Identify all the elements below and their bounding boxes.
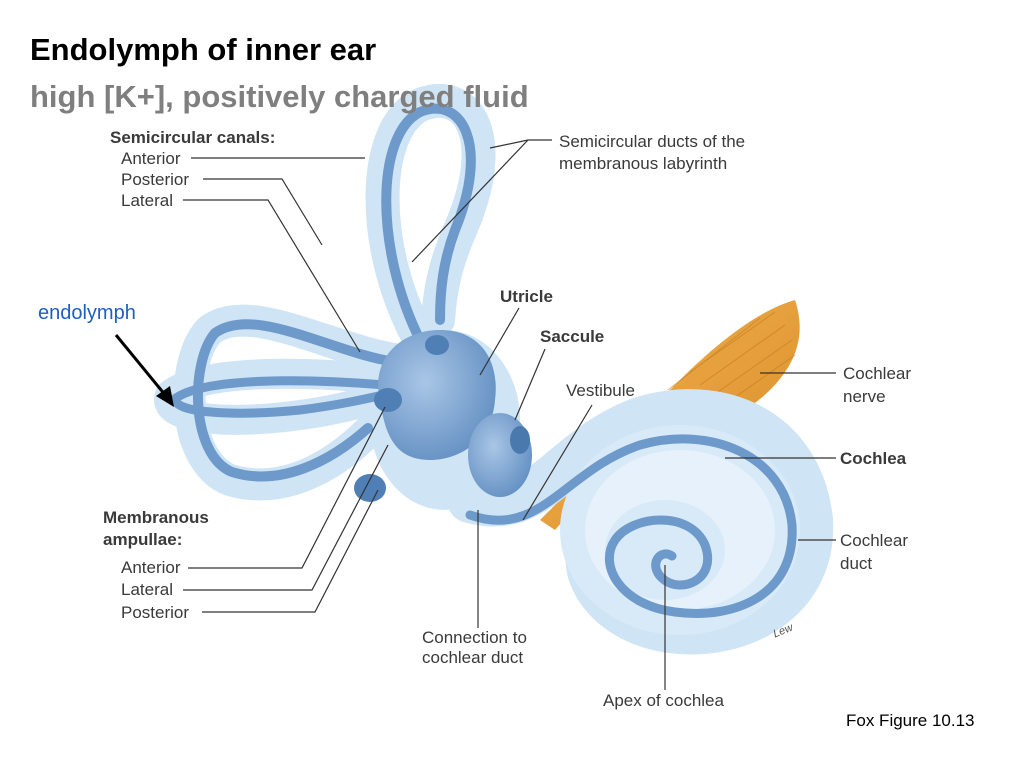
label-connection-line2: cochlear duct <box>422 648 524 667</box>
label-canal-posterior: Posterior <box>121 170 190 189</box>
label-cochlear-nerve-line2: nerve <box>843 387 886 406</box>
label-saccule: Saccule <box>540 327 605 346</box>
label-cochlear-nerve-line1: Cochlear <box>843 364 912 383</box>
label-cochlea: Cochlea <box>840 449 907 468</box>
label-ampulla-lateral: Lateral <box>121 580 173 599</box>
label-semicircular-ducts-line1: Semicircular ducts of the <box>559 132 746 151</box>
label-membranous-ampullae-line2: ampullae: <box>103 530 183 549</box>
vestibular-sacs <box>354 330 532 502</box>
label-cochlear-duct-line2: duct <box>840 554 873 573</box>
page-subtitle: high [K+], positively charged fluid <box>30 79 529 114</box>
label-endolymph: endolymph <box>38 302 136 324</box>
leader-lines <box>183 139 836 690</box>
label-canal-anterior: Anterior <box>121 149 181 168</box>
page-title: Endolymph of inner ear <box>30 32 377 67</box>
label-cochlear-duct-line1: Cochlear <box>840 531 909 550</box>
label-connection-line1: Connection to <box>422 628 527 647</box>
label-ampulla-anterior: Anterior <box>121 558 181 577</box>
label-vestibule: Vestibule <box>566 381 635 400</box>
membranous-ducts <box>171 103 797 618</box>
label-membranous-ampullae-line1: Membranous <box>103 508 209 527</box>
label-ampulla-posterior: Posterior <box>121 603 190 622</box>
label-canal-lateral: Lateral <box>121 191 173 210</box>
label-semicircular-ducts-line2: membranous labyrinth <box>559 154 728 173</box>
label-semicircular-canals: Semicircular canals: <box>110 128 276 147</box>
figure-credit: Fox Figure 10.13 <box>846 711 975 730</box>
label-apex-of-cochlea: Apex of cochlea <box>603 691 724 710</box>
label-utricle: Utricle <box>500 287 553 306</box>
endolymph-arrow <box>114 334 174 407</box>
